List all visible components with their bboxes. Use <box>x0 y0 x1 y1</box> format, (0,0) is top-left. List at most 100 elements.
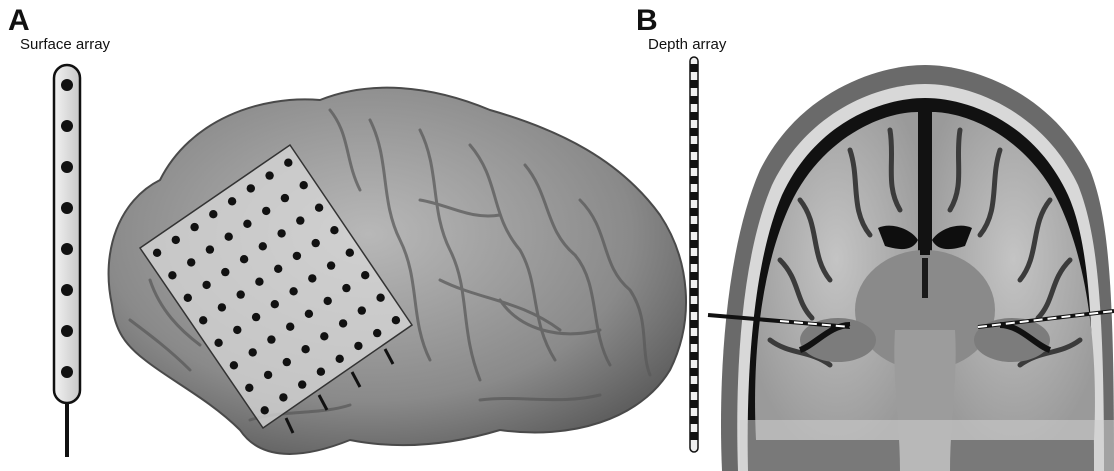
grid-contact <box>346 249 354 257</box>
grid-contact <box>289 287 297 295</box>
strip-contact <box>61 202 73 214</box>
grid-contact <box>233 326 241 334</box>
probe-contact <box>690 320 698 328</box>
grid-contact <box>315 204 323 212</box>
probe-contact <box>690 64 698 72</box>
grid-contact <box>342 284 350 292</box>
grid-contact <box>190 223 198 231</box>
grid-contact <box>247 184 255 192</box>
grid-contact <box>361 271 369 279</box>
mri-third-ventricle <box>922 258 928 298</box>
grid-contact <box>245 384 253 392</box>
grid-contact <box>252 313 260 321</box>
grid-contact <box>202 281 210 289</box>
probe-contact <box>690 192 698 200</box>
grid-contact <box>281 194 289 202</box>
mri-interhemispheric-fissure <box>920 150 930 255</box>
probe-contact <box>690 352 698 360</box>
probe-contact <box>690 80 698 88</box>
strip-contact <box>61 366 73 378</box>
grid-contact <box>300 181 308 189</box>
probe-contact <box>690 128 698 136</box>
grid-contact <box>301 345 309 353</box>
grid-contact <box>324 297 332 305</box>
probe-contact <box>690 272 698 280</box>
probe-contact <box>690 400 698 408</box>
grid-contact <box>261 406 269 414</box>
grid-contact <box>153 249 161 257</box>
grid-contact <box>274 265 282 273</box>
grid-contact <box>218 303 226 311</box>
probe-contact <box>690 240 698 248</box>
probe-contact <box>690 176 698 184</box>
strip-contact <box>61 120 73 132</box>
grid-contact <box>184 294 192 302</box>
probe-contact <box>690 224 698 232</box>
grid-contact <box>339 319 347 327</box>
grid-contact <box>206 245 214 253</box>
grid-contact <box>376 294 384 302</box>
grid-contact <box>255 278 263 286</box>
grid-contact <box>327 261 335 269</box>
grid-contact <box>243 220 251 228</box>
grid-contact <box>168 271 176 279</box>
grid-contact <box>259 242 267 250</box>
grid-contact <box>240 255 248 263</box>
probe-contact <box>690 304 698 312</box>
grid-contact <box>358 306 366 314</box>
probe-contact <box>690 144 698 152</box>
grid-contact <box>305 310 313 318</box>
probe-contact <box>690 288 698 296</box>
strip-contact <box>61 284 73 296</box>
grid-contact <box>284 159 292 167</box>
strip-contact <box>61 79 73 91</box>
grid-contact <box>267 335 275 343</box>
probe-contact <box>690 96 698 104</box>
grid-contact <box>225 233 233 241</box>
grid-contact <box>237 290 245 298</box>
grid-contact <box>392 316 400 324</box>
probe-contact <box>690 368 698 376</box>
grid-contact <box>264 371 272 379</box>
grid-contact <box>172 236 180 244</box>
strip-contact <box>61 243 73 255</box>
grid-contact <box>330 226 338 234</box>
grid-contact <box>262 207 270 215</box>
grid-contact <box>354 342 362 350</box>
grid-contact <box>296 216 304 224</box>
probe-contact <box>690 336 698 344</box>
grid-contact <box>283 358 291 366</box>
probe-contact <box>690 160 698 168</box>
grid-contact <box>221 268 229 276</box>
grid-contact <box>265 171 273 179</box>
grid-contact <box>214 339 222 347</box>
strip-contact <box>61 325 73 337</box>
grid-contact <box>286 323 294 331</box>
grid-contact <box>293 252 301 260</box>
grid-contact <box>320 332 328 340</box>
grid-contact <box>277 229 285 237</box>
probe-contact <box>690 112 698 120</box>
surface-electrode-strip-icon <box>54 65 80 457</box>
grid-contact <box>298 380 306 388</box>
brain-lateral-render <box>109 88 686 454</box>
strip-body <box>54 65 80 403</box>
strip-contact <box>61 161 73 173</box>
grid-contact <box>373 329 381 337</box>
grid-contact <box>209 210 217 218</box>
probe-contact <box>690 208 698 216</box>
grid-contact <box>228 197 236 205</box>
probe-contact <box>690 416 698 424</box>
depth-electrode-probe-icon <box>690 57 698 452</box>
grid-contact <box>336 355 344 363</box>
grid-contact <box>249 348 257 356</box>
grid-contact <box>187 258 195 266</box>
grid-contact <box>317 368 325 376</box>
grid-contact <box>279 393 287 401</box>
grid-contact <box>312 239 320 247</box>
grid-contact <box>308 274 316 282</box>
probe-contact <box>690 256 698 264</box>
grid-contact <box>230 361 238 369</box>
probe-contact <box>690 432 698 440</box>
